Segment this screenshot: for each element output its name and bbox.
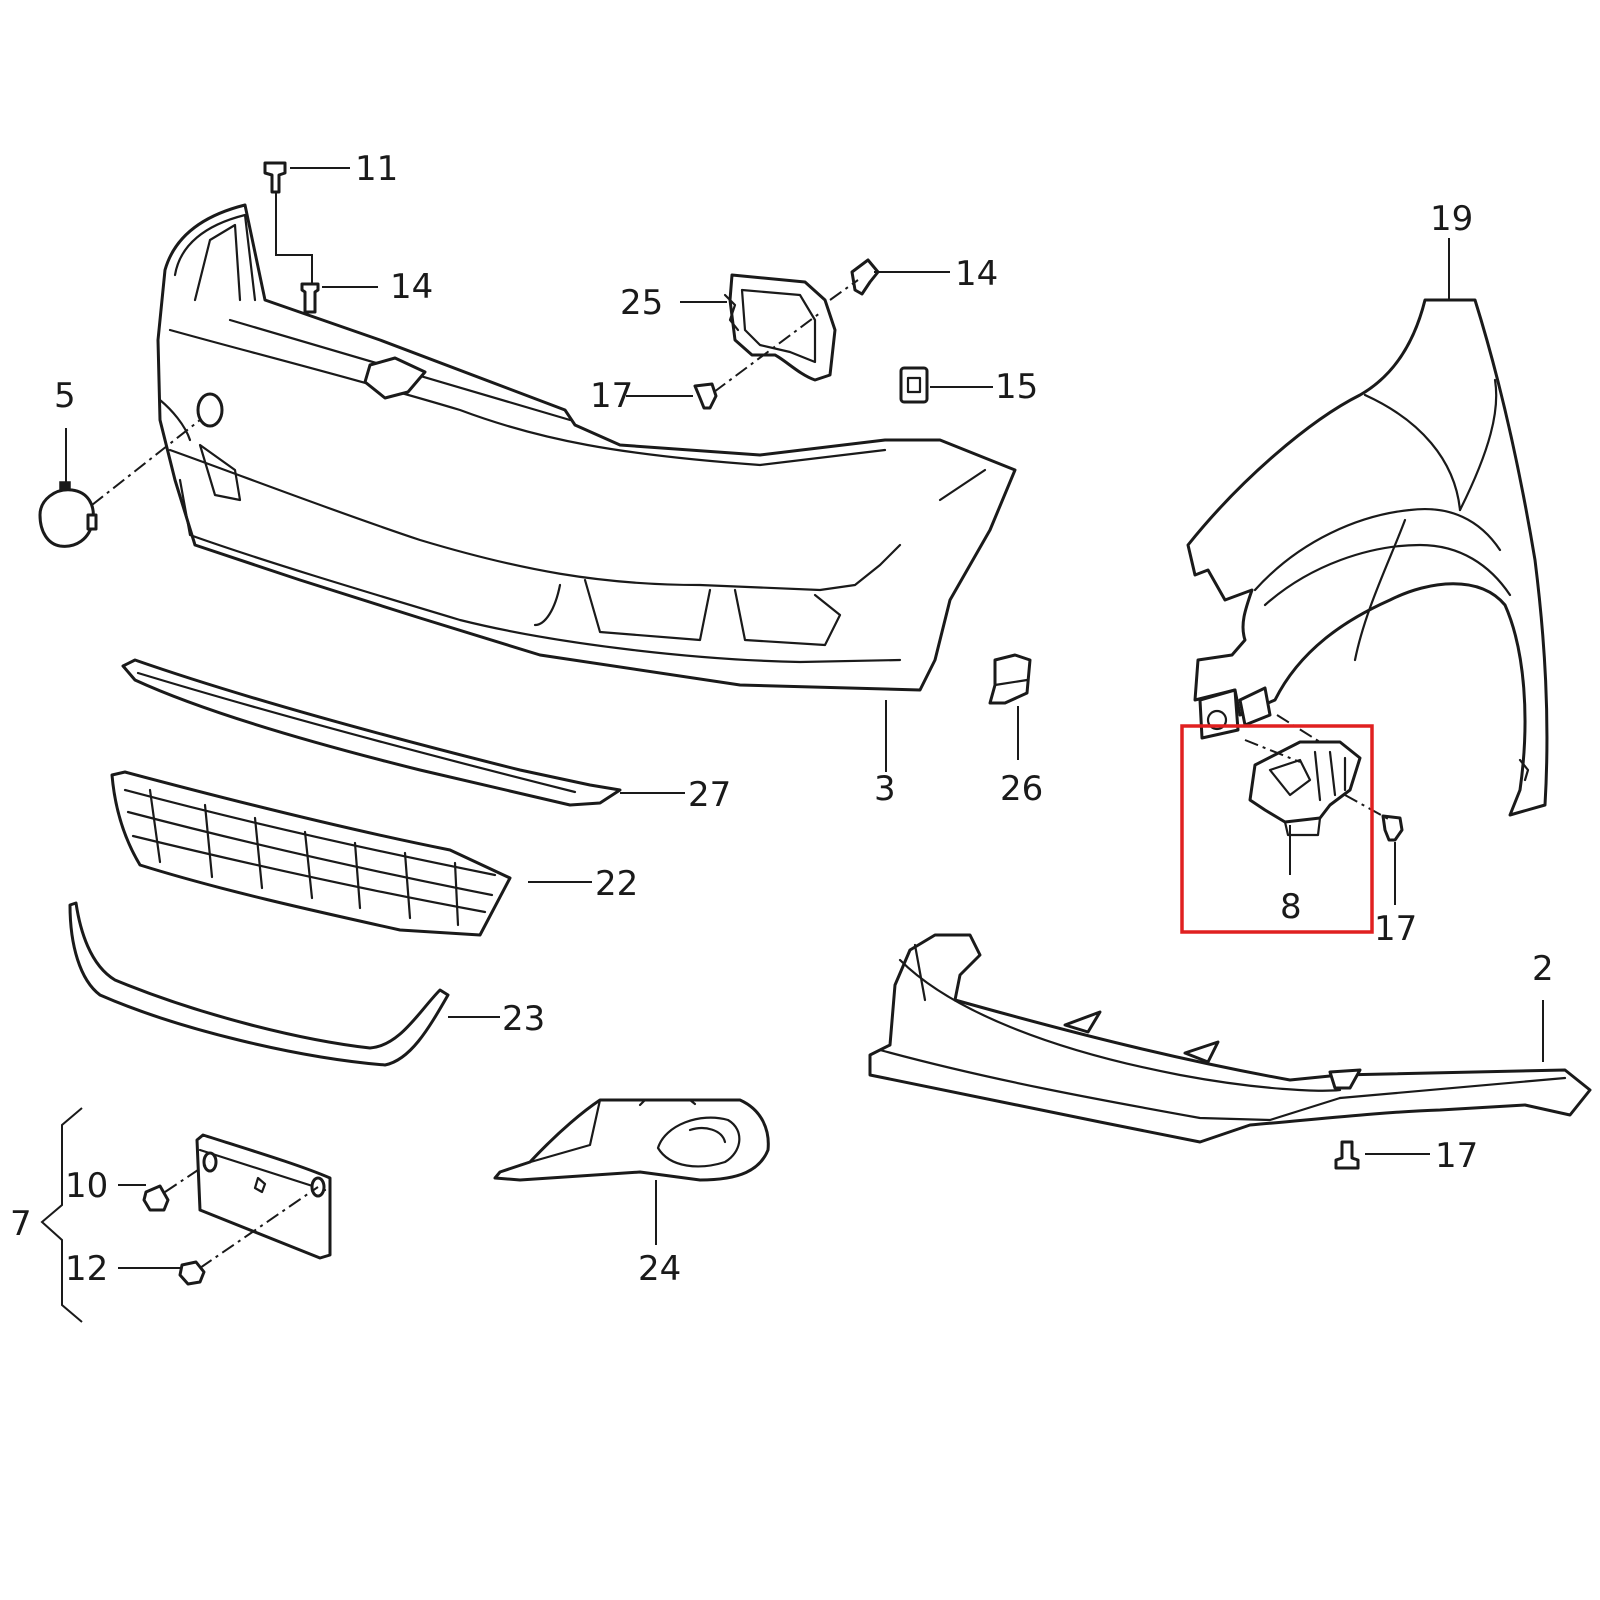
clip-part-10 xyxy=(142,1184,170,1212)
callout-3: 3 xyxy=(874,769,896,809)
lower-guide xyxy=(868,933,1592,1144)
end-cap xyxy=(988,653,1032,705)
bumper-cover xyxy=(156,203,1017,692)
bolt-part-17-lower xyxy=(1334,1140,1360,1170)
group-bracket-7 xyxy=(40,1107,83,1323)
callout-17-upper: 17 xyxy=(590,376,633,416)
callout-24: 24 xyxy=(638,1249,681,1289)
callout-17-lower: 17 xyxy=(1435,1136,1478,1176)
screw-part-17-right xyxy=(1381,814,1404,842)
callout-15: 15 xyxy=(995,367,1038,407)
trim-strip xyxy=(121,658,622,807)
callout-26: 26 xyxy=(1000,769,1043,809)
callout-10: 10 xyxy=(65,1166,108,1206)
mounting-frame xyxy=(723,273,837,382)
callout-14-right: 14 xyxy=(955,254,998,294)
callout-23: 23 xyxy=(502,999,545,1039)
callout-25: 25 xyxy=(620,283,663,323)
callout-22: 22 xyxy=(595,864,638,904)
bracket xyxy=(1248,740,1362,837)
callout-19: 19 xyxy=(1430,199,1473,239)
callout-14-left: 14 xyxy=(390,267,433,307)
assembly-lines xyxy=(91,279,1391,1269)
callout-5: 5 xyxy=(54,376,76,416)
grille xyxy=(110,770,512,937)
bolt-part-11 xyxy=(263,161,287,194)
nut-part-12 xyxy=(178,1260,206,1286)
leader-lines xyxy=(65,167,1544,1269)
highlight-box xyxy=(1180,724,1374,934)
trim-bar xyxy=(68,901,450,1067)
screw-part-17-upper xyxy=(693,382,718,410)
fender xyxy=(1186,298,1549,817)
clip-part-14-right xyxy=(850,258,880,296)
callout-12: 12 xyxy=(65,1249,108,1289)
callout-7: 7 xyxy=(10,1204,32,1244)
plate-holder xyxy=(195,1133,332,1260)
callout-11: 11 xyxy=(355,149,398,189)
clip-part-14-left xyxy=(300,282,320,314)
callout-labels: 11 14 14 25 17 15 5 19 3 26 27 8 17 22 2… xyxy=(10,149,1554,1289)
clip-part-15 xyxy=(899,366,929,404)
callout-27: 27 xyxy=(688,775,731,815)
tow-eye-cap xyxy=(38,481,98,548)
callout-2: 2 xyxy=(1532,949,1554,989)
callout-17-right: 17 xyxy=(1374,909,1417,949)
fog-lamp-cover xyxy=(493,1098,770,1182)
callout-8: 8 xyxy=(1280,887,1302,927)
